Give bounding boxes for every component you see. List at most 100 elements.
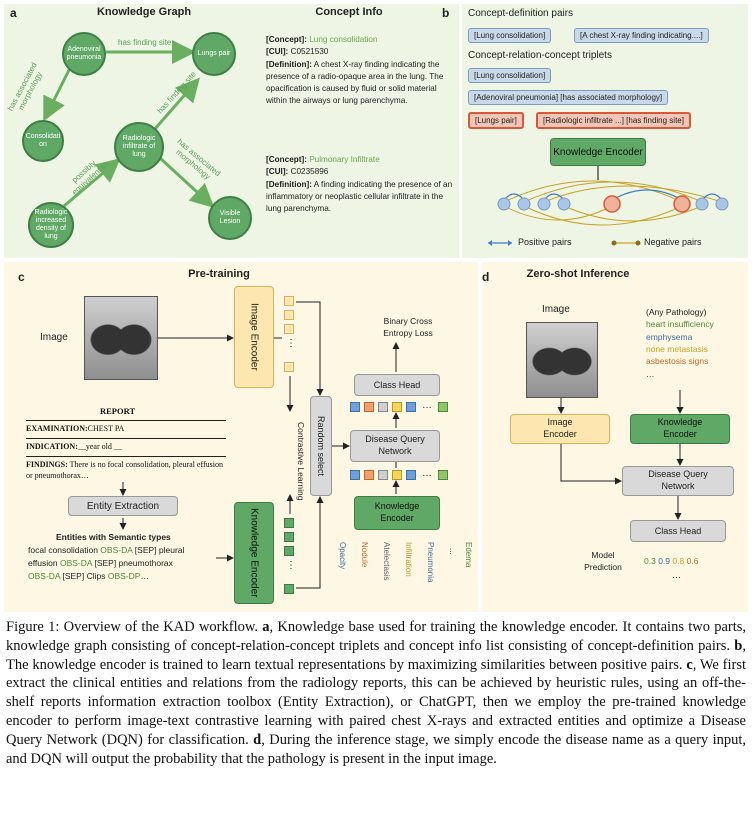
model-prediction-label: Model Prediction — [584, 550, 622, 572]
caption-d-label: d — [253, 731, 262, 748]
query-token — [378, 402, 388, 412]
random-select-box: Random select — [310, 396, 332, 496]
chest-xray-image-c — [84, 296, 158, 380]
node-adenoviral-pneumonia: Adenoviral pneumonia — [62, 32, 106, 76]
pred-value-2: 0.9 — [658, 556, 671, 566]
pair-definition-pill: [A chest X-ray finding indicating....] — [574, 28, 709, 43]
knowledge-graph-edges — [43, 40, 215, 209]
indication-key: INDICATION: — [26, 442, 78, 451]
legend-negative-pairs: Negative pairs — [644, 237, 702, 247]
caption-b-text: , The knowledge encoder is trained to le… — [6, 637, 746, 673]
disease-atelectasis: Atelectasis — [382, 542, 391, 581]
vdots-text: ⋮ — [286, 560, 296, 571]
pred-more: … — [672, 570, 681, 580]
panel-d-label: d — [482, 270, 490, 284]
image-label-d: Image — [542, 304, 570, 315]
knowledge-encoder-b: Knowledge Encoder — [550, 138, 646, 166]
image-feature — [284, 362, 294, 372]
embed-node — [603, 195, 621, 213]
pred-value-1: 0.3 — [644, 556, 656, 566]
panel-a: a Knowledge Graph Concept Info Adenovira… — [4, 4, 459, 258]
panel-d: d Zero-shot Inference Image (Any Patholo… — [482, 262, 748, 612]
entities-list: focal consolidation OBS-DA [SEP] pleural… — [28, 544, 184, 582]
any-pathology: (Any Pathology) — [646, 307, 707, 317]
edge-infil-lungs — [152, 77, 200, 131]
edge-adeno-consol — [43, 67, 72, 122]
query-token — [392, 470, 402, 480]
entities-title: Entities with Semantic types — [56, 532, 171, 542]
caption-d-text: , During the inference stage, we simply … — [6, 731, 747, 767]
disease-opacity: Opacity — [338, 542, 347, 570]
pathology-more: … — [646, 368, 655, 379]
knowledge-encoder-vert: Knowledge Encoder — [234, 502, 274, 604]
prediction-values: 0.3 0.9 0.8 0.6 — [644, 556, 698, 566]
report-rule — [26, 420, 226, 421]
query-token — [378, 470, 388, 480]
figure-caption: Figure 1: Overview of the KAD workflow. … — [6, 618, 746, 768]
concept1-cui: C0521530 — [290, 47, 329, 57]
knowledge-graph-title: Knowledge Graph — [96, 6, 192, 18]
caption-b-label: b — [734, 637, 743, 654]
ent-text-3: effusion — [28, 557, 60, 568]
query-token — [392, 402, 402, 412]
query-token — [350, 470, 360, 480]
embed-node — [497, 197, 511, 211]
entity-extraction-box: Entity Extraction — [68, 496, 178, 516]
ent-text-6: … — [140, 570, 149, 581]
ent-type-2: OBS-DA — [59, 557, 93, 568]
class-head-c: Class Head — [354, 374, 440, 396]
concept2-key: [Concept]: — [266, 155, 307, 164]
text-feature — [284, 532, 294, 542]
concept1-definition: A chest X-ray finding indicating the pre… — [266, 59, 444, 106]
panel-c-label: c — [18, 270, 25, 284]
triplet-pill-2: [Adenoviral pneumonia] [has associated m… — [468, 90, 669, 105]
zero-shot-title: Zero-shot Inference — [526, 268, 630, 280]
legend-positive-pairs: Positive pairs — [518, 237, 572, 247]
pred-value-4: 0.6 — [686, 556, 699, 566]
ent-type-1: OBS-DA — [100, 545, 133, 555]
concept1-name: Lung consolidation — [309, 35, 378, 44]
query-token — [364, 470, 374, 480]
concept-info-1: [Concept]: Lung consolidation [CUI]: C05… — [266, 34, 456, 108]
ent-type-4: OBS-DP — [107, 570, 141, 581]
concept1-key: [Concept]: — [266, 35, 307, 44]
query-token — [364, 402, 374, 412]
random-select-label: Random select — [316, 415, 326, 477]
findings-value: There is no focal consolidation, pleural… — [26, 460, 224, 480]
concept2-cui: C0235896 — [290, 167, 329, 177]
edge-infil-lesion — [158, 156, 215, 209]
query-token — [406, 402, 416, 412]
disease-edema: Edema — [464, 542, 473, 568]
image-encoder-c-label: Image Encoder — [248, 303, 260, 371]
dqn-box-d: Disease Query Network — [622, 466, 734, 496]
dqn-box-c: Disease Query Network — [350, 430, 440, 462]
node-lungs-pair: Lungs pair — [192, 32, 236, 76]
caption-a-label: a — [262, 619, 270, 635]
pretraining-title: Pre-training — [188, 268, 250, 280]
report-indication: INDICATION:__year old __ — [26, 442, 122, 451]
report-rule — [26, 456, 226, 457]
disease-infiltration: Infiltration — [404, 542, 413, 577]
ellipsis-tokens-2: … — [422, 468, 432, 479]
ellipsis-tokens-1: … — [422, 400, 432, 411]
concept2-name: Pulmonary Infiltrate — [309, 155, 380, 164]
pathology-emphysema: emphysema — [646, 331, 693, 342]
report-examination: EXAMINATION:CHEST PA — [26, 424, 124, 433]
query-token — [350, 402, 360, 412]
triplet-pill-3b: [Radiologic infiltrate ...] [has finding… — [536, 112, 691, 129]
examination-key: EXAMINATION: — [26, 424, 88, 433]
node-radiologic-density: Radiologic increased density of lung — [28, 202, 74, 248]
panel-a-label: a — [10, 6, 17, 20]
triplet-pill-3a: [Lungs pair] — [468, 112, 524, 129]
ent-text-2: [SEP] pleural — [132, 545, 185, 555]
embed-node — [557, 197, 571, 211]
image-feature — [284, 296, 294, 306]
image-feature — [284, 310, 294, 320]
concept-info-title: Concept Info — [315, 6, 383, 18]
concept1-cui-key: [CUI]: — [266, 47, 289, 57]
triplet-heading: Concept-relation-concept triplets — [468, 50, 612, 61]
query-token — [438, 470, 448, 480]
pathology-list: (Any Pathology) heart insufficiency emph… — [646, 306, 714, 380]
caption-c-label: c — [686, 656, 693, 673]
caption-c-text: , We first extract the clinical entities… — [6, 656, 746, 748]
